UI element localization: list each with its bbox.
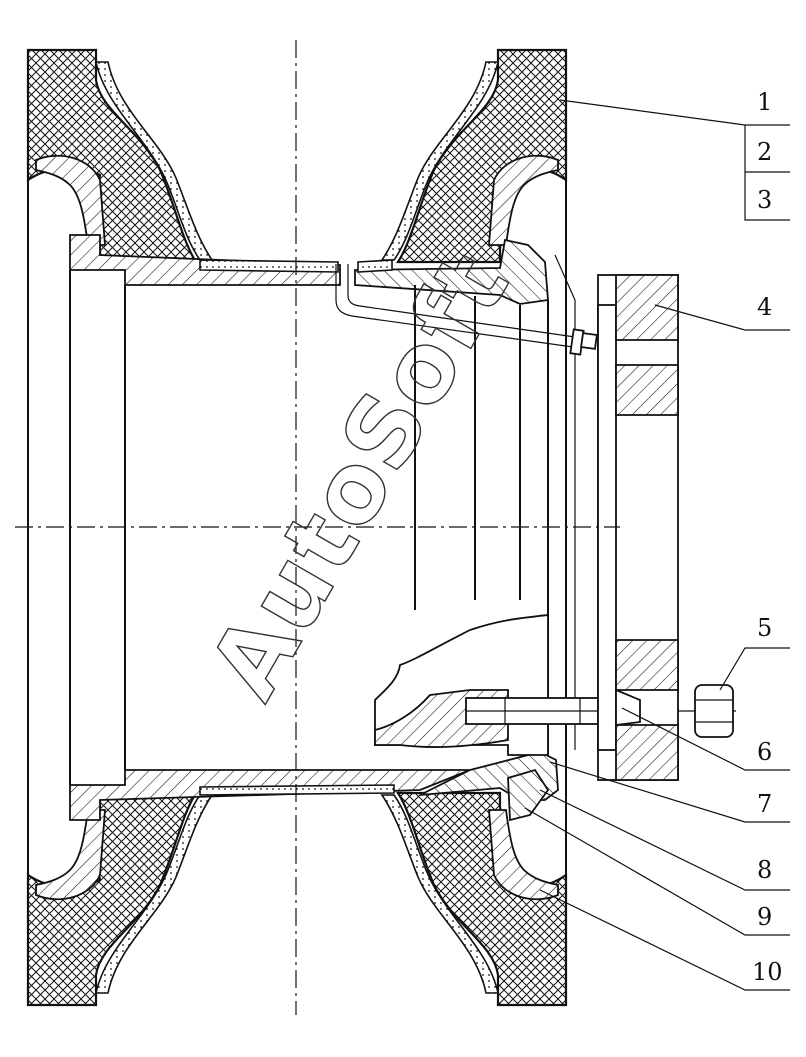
callout-5: 5 bbox=[757, 614, 772, 642]
axis-lines bbox=[15, 40, 620, 1015]
callout-2: 2 bbox=[757, 138, 772, 166]
callout-10: 10 bbox=[752, 958, 783, 986]
wheel-disc bbox=[374, 613, 549, 756]
leader-lines bbox=[524, 99, 790, 991]
upper-rim-flanges bbox=[35, 154, 559, 246]
lower-tire bbox=[26, 791, 568, 1007]
wheel-nut bbox=[694, 684, 734, 738]
callout-8: 8 bbox=[757, 856, 772, 884]
callout-4: 4 bbox=[757, 293, 772, 321]
callout-3: 3 bbox=[757, 186, 772, 214]
callout-9: 9 bbox=[757, 903, 772, 931]
lower-rim-base bbox=[69, 751, 559, 822]
callout-1: 1 bbox=[757, 88, 772, 116]
callout-7: 7 bbox=[757, 790, 772, 818]
valve-stem bbox=[335, 264, 598, 356]
callout-labels: 1 2 3 4 5 6 7 8 9 10 bbox=[752, 88, 783, 986]
upper-tire bbox=[26, 48, 568, 264]
lower-rim-flanges bbox=[35, 809, 559, 901]
callout-6: 6 bbox=[757, 738, 772, 766]
upper-rim-base bbox=[69, 234, 549, 305]
